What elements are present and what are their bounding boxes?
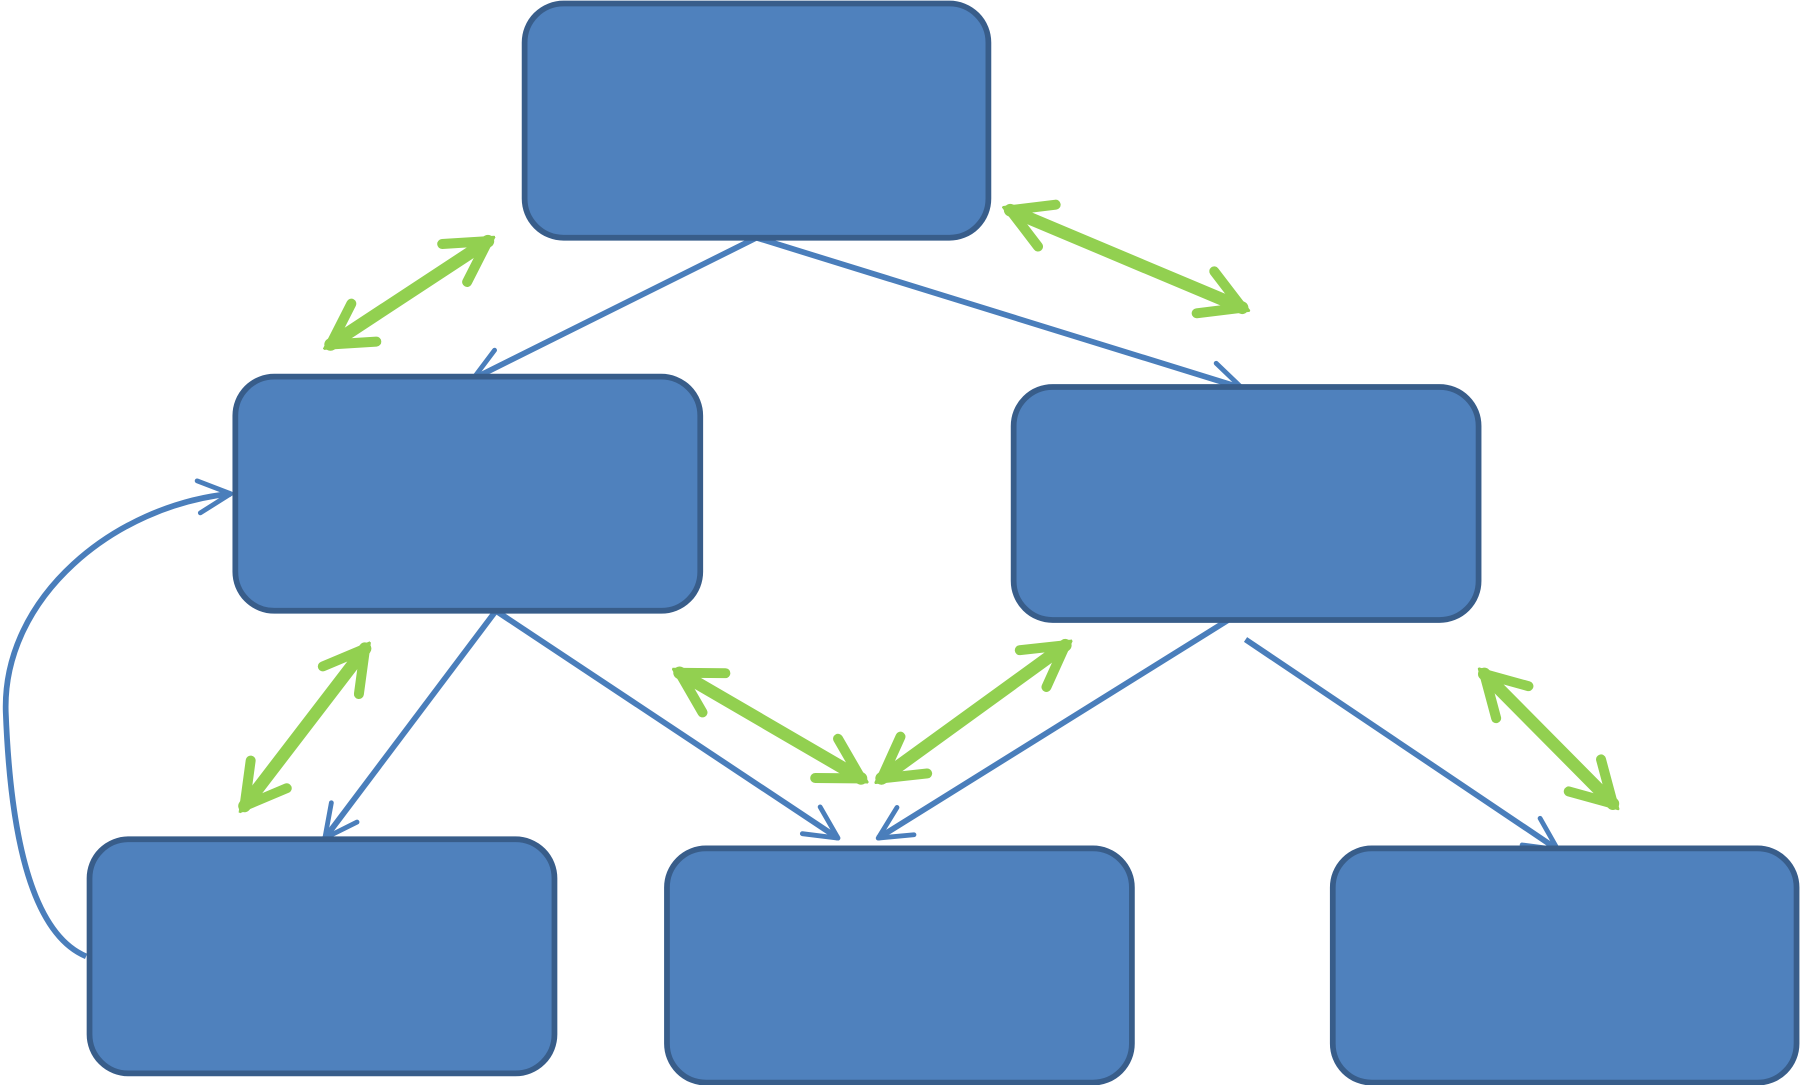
node-mid-right bbox=[1010, 384, 1482, 623]
node-bottom-left bbox=[86, 836, 558, 1077]
arrow-bottom-left-to-mid-left bbox=[2, 478, 234, 959]
arrow-mid-left-to-bottom-middle bbox=[494, 608, 841, 841]
double-arrow-icon bbox=[1484, 674, 1613, 804]
double-arrow-icon bbox=[882, 638, 1066, 785]
arrow-mid-right-to-bottom-right bbox=[1243, 637, 1561, 852]
double-arrow-icon bbox=[1010, 210, 1242, 308]
arrow-mid-left-to-bottom-left bbox=[322, 609, 499, 841]
node-mid-left bbox=[232, 373, 704, 614]
arrow-top-to-mid-left bbox=[470, 235, 758, 382]
double-arrow-icon bbox=[680, 666, 861, 785]
double-arrow-icon bbox=[331, 234, 488, 351]
node-top bbox=[521, 0, 992, 241]
arrow-top-to-mid-right bbox=[755, 234, 1245, 397]
node-bottom-middle bbox=[664, 845, 1135, 1085]
node-bottom-right bbox=[1329, 845, 1800, 1085]
double-arrow-icon bbox=[238, 649, 372, 806]
